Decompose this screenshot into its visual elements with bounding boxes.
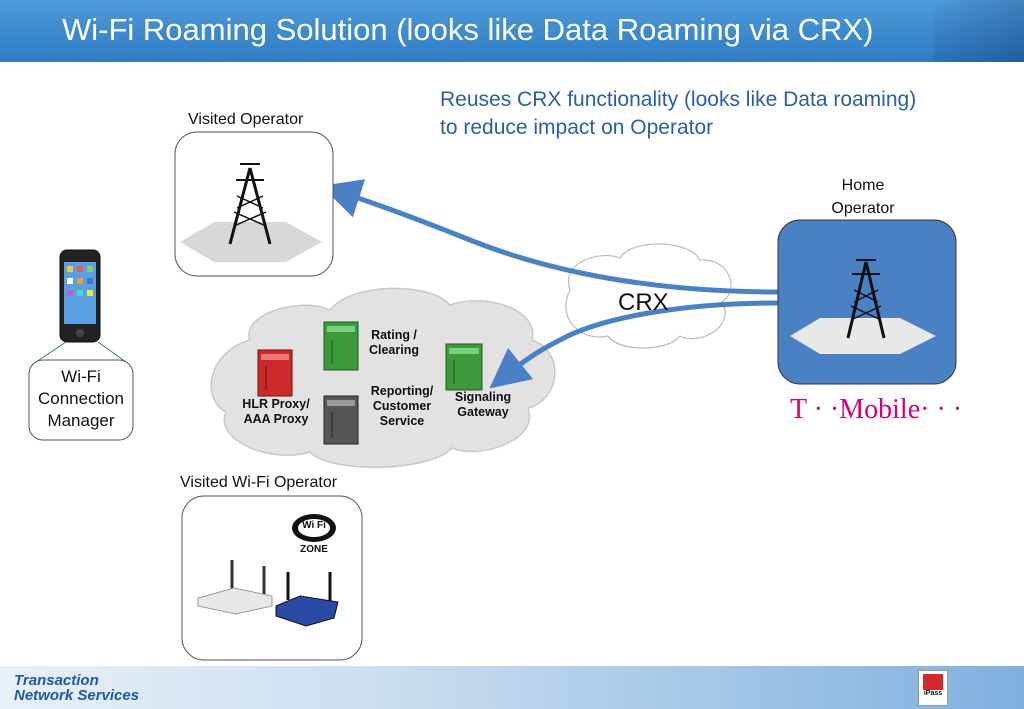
hlr-line-1: HLR Proxy/ — [242, 397, 310, 411]
wifi-manager-line-1: Wi-Fi — [61, 367, 101, 386]
visited-wifi-box — [181, 495, 363, 661]
services-cloud — [210, 287, 556, 469]
rating-line-1: Rating / — [371, 328, 417, 342]
visited-operator-label: Visited Operator — [188, 111, 304, 128]
crx-label: CRX — [618, 289, 669, 316]
wifi-manager-box — [28, 359, 134, 441]
home-tower-icon — [790, 259, 936, 354]
tns-logo: Transaction Network Services — [14, 673, 139, 703]
tns-logo-line-1: Transaction — [14, 672, 99, 689]
title-bar — [0, 0, 1024, 62]
ipass-logo: iPass — [918, 670, 948, 706]
home-operator-label-line-1: Home — [841, 177, 885, 194]
visited-wifi-operator-label: Visited Wi-Fi Operator — [180, 474, 338, 491]
ipass-logo-mark — [923, 674, 943, 690]
footer-bar — [0, 666, 1024, 709]
router-white-icon — [197, 560, 273, 615]
smartphone-icon — [59, 249, 101, 343]
reporting-server-icon — [323, 395, 359, 445]
reporting-label: Reporting/ Customer Service — [362, 384, 442, 429]
ipass-logo-text: iPass — [923, 690, 943, 697]
rating-server-icon — [323, 321, 359, 371]
wifi-manager-line-3: Manager — [47, 411, 115, 430]
home-operator-box — [777, 219, 957, 385]
hlr-line-2: AAA Proxy — [243, 412, 309, 426]
rating-clearing-label: Rating / Clearing — [356, 328, 432, 358]
tmobile-logo: T · ·Mobile· · · — [790, 394, 963, 425]
slide-title: Wi-Fi Roaming Solution (looks like Data … — [62, 12, 874, 47]
router-blue-icon — [275, 572, 339, 627]
home-operator-label: Home Operator — [803, 174, 923, 220]
wifi-manager-label: Wi-Fi Connection Manager — [29, 366, 133, 432]
note-line-1: Reuses CRX functionality (looks like Dat… — [440, 88, 917, 111]
signaling-server-icon — [445, 343, 483, 391]
wifi-zone-icon — [292, 514, 336, 542]
tns-logo-line-2: Network Services — [14, 687, 140, 704]
visited-tower-icon — [180, 163, 322, 262]
phone-connector-right — [97, 341, 127, 363]
arrow-to-visited-operator — [320, 179, 779, 295]
signaling-line-1: Signaling — [454, 390, 512, 404]
wifi-zone-text: ZONE — [300, 544, 328, 555]
wifi-manager-line-2: Connection — [37, 389, 124, 408]
signaling-gateway-label: Signaling Gateway — [448, 390, 518, 420]
reporting-line-3: Service — [379, 414, 425, 428]
hlr-server-icon — [257, 349, 293, 397]
title-bar-corner — [934, 0, 1024, 62]
phone-connector-left — [35, 341, 67, 363]
wifi-badge-text: Wi Fi — [302, 520, 326, 531]
hlr-aaa-proxy-label: HLR Proxy/ AAA Proxy — [234, 397, 318, 427]
rating-line-2: Clearing — [368, 343, 419, 357]
reporting-line-1: Reporting/ — [370, 384, 434, 398]
signaling-line-2: Gateway — [457, 405, 509, 419]
home-operator-label-line-2: Operator — [831, 200, 895, 217]
arrow-to-signaling-gateway — [489, 300, 779, 389]
note-text: Reuses CRX functionality (looks like Dat… — [440, 86, 916, 142]
note-line-2: to reduce impact on Operator — [440, 116, 714, 139]
reporting-line-2: Customer — [372, 399, 432, 413]
